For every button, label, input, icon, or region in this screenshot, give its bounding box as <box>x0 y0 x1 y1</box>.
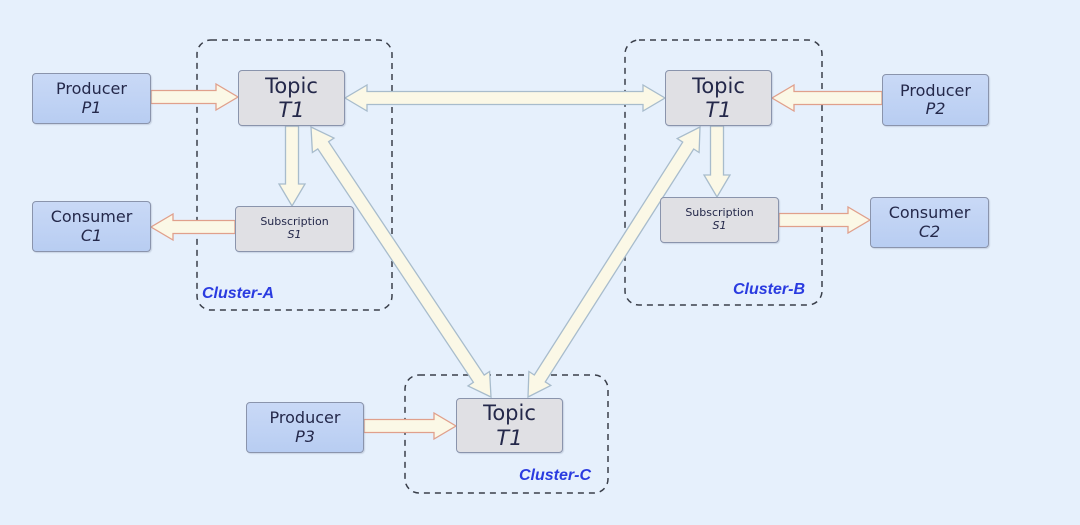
arrow-p2-to-topic-b <box>770 83 883 113</box>
consumer-c1-title: Consumer <box>50 207 133 227</box>
producer-p1-title: Producer <box>56 79 127 99</box>
arrow-p3-to-topic-c <box>363 411 458 441</box>
topic-c-name: T1 <box>496 425 523 450</box>
topic-t1-cluster-c[interactable]: Topic T1 <box>456 398 563 453</box>
consumer-c2-title: Consumer <box>888 203 971 223</box>
producer-p1-name: P1 <box>81 97 102 117</box>
sub-a-title: Subscription <box>260 215 329 229</box>
consumer-c1-name: C1 <box>80 225 103 245</box>
arrow-p1-to-topic-a <box>150 82 240 112</box>
topic-a-name: T1 <box>278 98 305 122</box>
consumer-c1[interactable]: Consumer C1 <box>32 201 151 252</box>
producer-p1[interactable]: Producer P1 <box>32 73 151 124</box>
cluster-b-boundary <box>624 39 823 306</box>
subscription-s1-cluster-a[interactable]: Subscription S1 <box>235 206 354 252</box>
topic-b-title: Topic <box>692 73 745 98</box>
producer-p2-title: Producer <box>900 80 971 100</box>
subscription-s1-cluster-b[interactable]: Subscription S1 <box>660 197 779 243</box>
cluster-a-label: Cluster-A <box>202 285 275 302</box>
topic-t1-cluster-a[interactable]: Topic T1 <box>238 70 345 126</box>
replication-arrow-a-b <box>343 83 667 113</box>
consumer-c2-name: C2 <box>918 221 941 241</box>
arrow-topic-a-to-sub-a <box>277 125 307 208</box>
cluster-b-label: Cluster-B <box>733 281 806 298</box>
producer-p3-title: Producer <box>269 408 341 428</box>
sub-a-name: S1 <box>287 228 302 241</box>
sub-b-name: S1 <box>712 219 727 232</box>
producer-p3[interactable]: Producer P3 <box>246 402 364 453</box>
cluster-c-label: Cluster-C <box>519 467 592 484</box>
producer-p2-name: P2 <box>925 99 946 118</box>
sub-b-title: Subscription <box>685 206 754 220</box>
replication-arrow-b-c <box>527 125 701 399</box>
arrow-topic-b-to-sub-b <box>702 125 732 199</box>
topic-a-title: Topic <box>265 73 318 98</box>
topic-c-title: Topic <box>483 401 536 426</box>
consumer-c2[interactable]: Consumer C2 <box>870 197 989 248</box>
topic-t1-cluster-b[interactable]: Topic T1 <box>665 70 772 126</box>
cluster-a-boundary <box>196 39 393 311</box>
replication-arrow-a-c <box>310 125 492 399</box>
producer-p2[interactable]: Producer P2 <box>882 74 989 126</box>
cluster-c-boundary <box>404 374 609 494</box>
arrow-sub-a-to-c1 <box>149 212 236 242</box>
arrow-sub-b-to-c2 <box>778 205 872 235</box>
producer-p3-name: P3 <box>295 426 315 446</box>
topic-b-name: T1 <box>705 98 732 122</box>
